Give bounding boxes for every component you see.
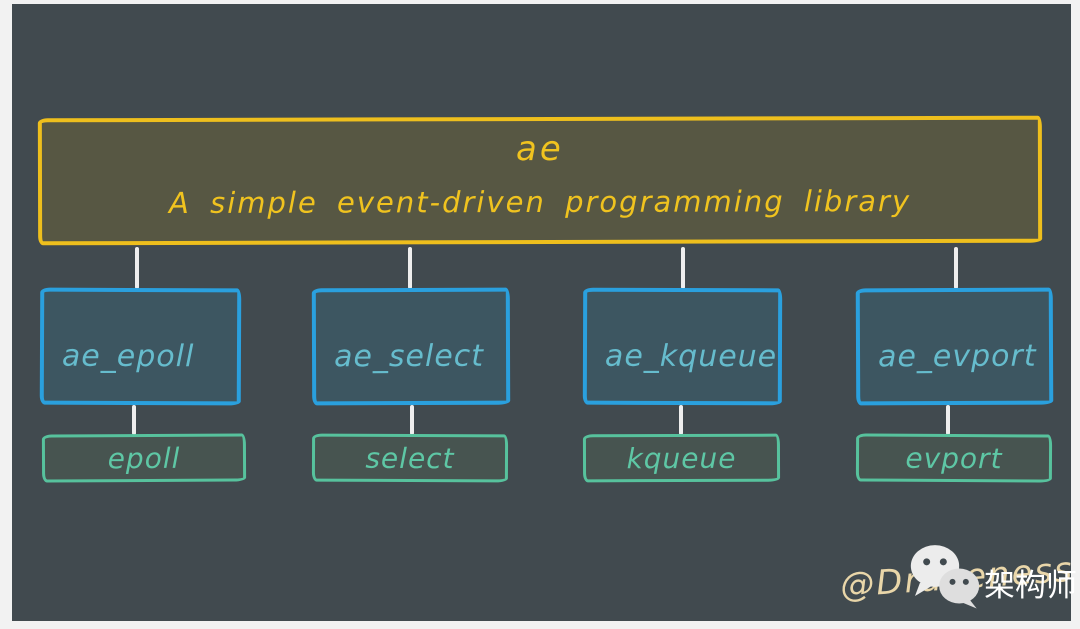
module-label-ae-epoll: ae_epoll	[61, 338, 195, 375]
module-label-ae-select: ae_select	[333, 338, 485, 375]
backend-box-select: select	[311, 433, 509, 483]
watermark-label: 架构师	[984, 568, 1077, 604]
backend-label-evport: evport	[905, 441, 1003, 475]
backend-box-epoll: epoll	[41, 433, 247, 483]
module-box-ae-evport: ae_evport	[855, 287, 1054, 406]
module-label-ae-evport: ae_evport	[877, 338, 1037, 375]
backend-label-select: select	[365, 441, 455, 475]
module-box-ae-epoll: ae_epoll	[39, 287, 242, 406]
root-title: ae	[515, 128, 564, 170]
module-box-ae-select: ae_select	[311, 287, 511, 406]
connector-epoll	[132, 405, 136, 435]
connector-kqueue	[679, 405, 683, 435]
connector-root-evport	[954, 247, 958, 289]
connector-evport	[946, 405, 950, 435]
root-library-box: ae A simple event-driven programming lib…	[37, 115, 1043, 246]
connector-root-epoll	[135, 247, 139, 289]
backend-box-kqueue: kqueue	[582, 433, 781, 483]
connector-root-select	[408, 247, 412, 289]
backend-label-epoll: epoll	[107, 441, 181, 475]
connector-root-kqueue	[681, 247, 685, 289]
backend-box-evport: evport	[855, 433, 1053, 483]
connector-select	[410, 405, 414, 435]
wechat-icon	[910, 545, 980, 609]
module-label-ae-kqueue: ae_kqueue	[604, 338, 778, 375]
module-box-ae-kqueue: ae_kqueue	[582, 287, 783, 406]
root-subtitle: A simple event-driven programming librar…	[168, 184, 912, 220]
backend-label-kqueue: kqueue	[626, 441, 737, 475]
